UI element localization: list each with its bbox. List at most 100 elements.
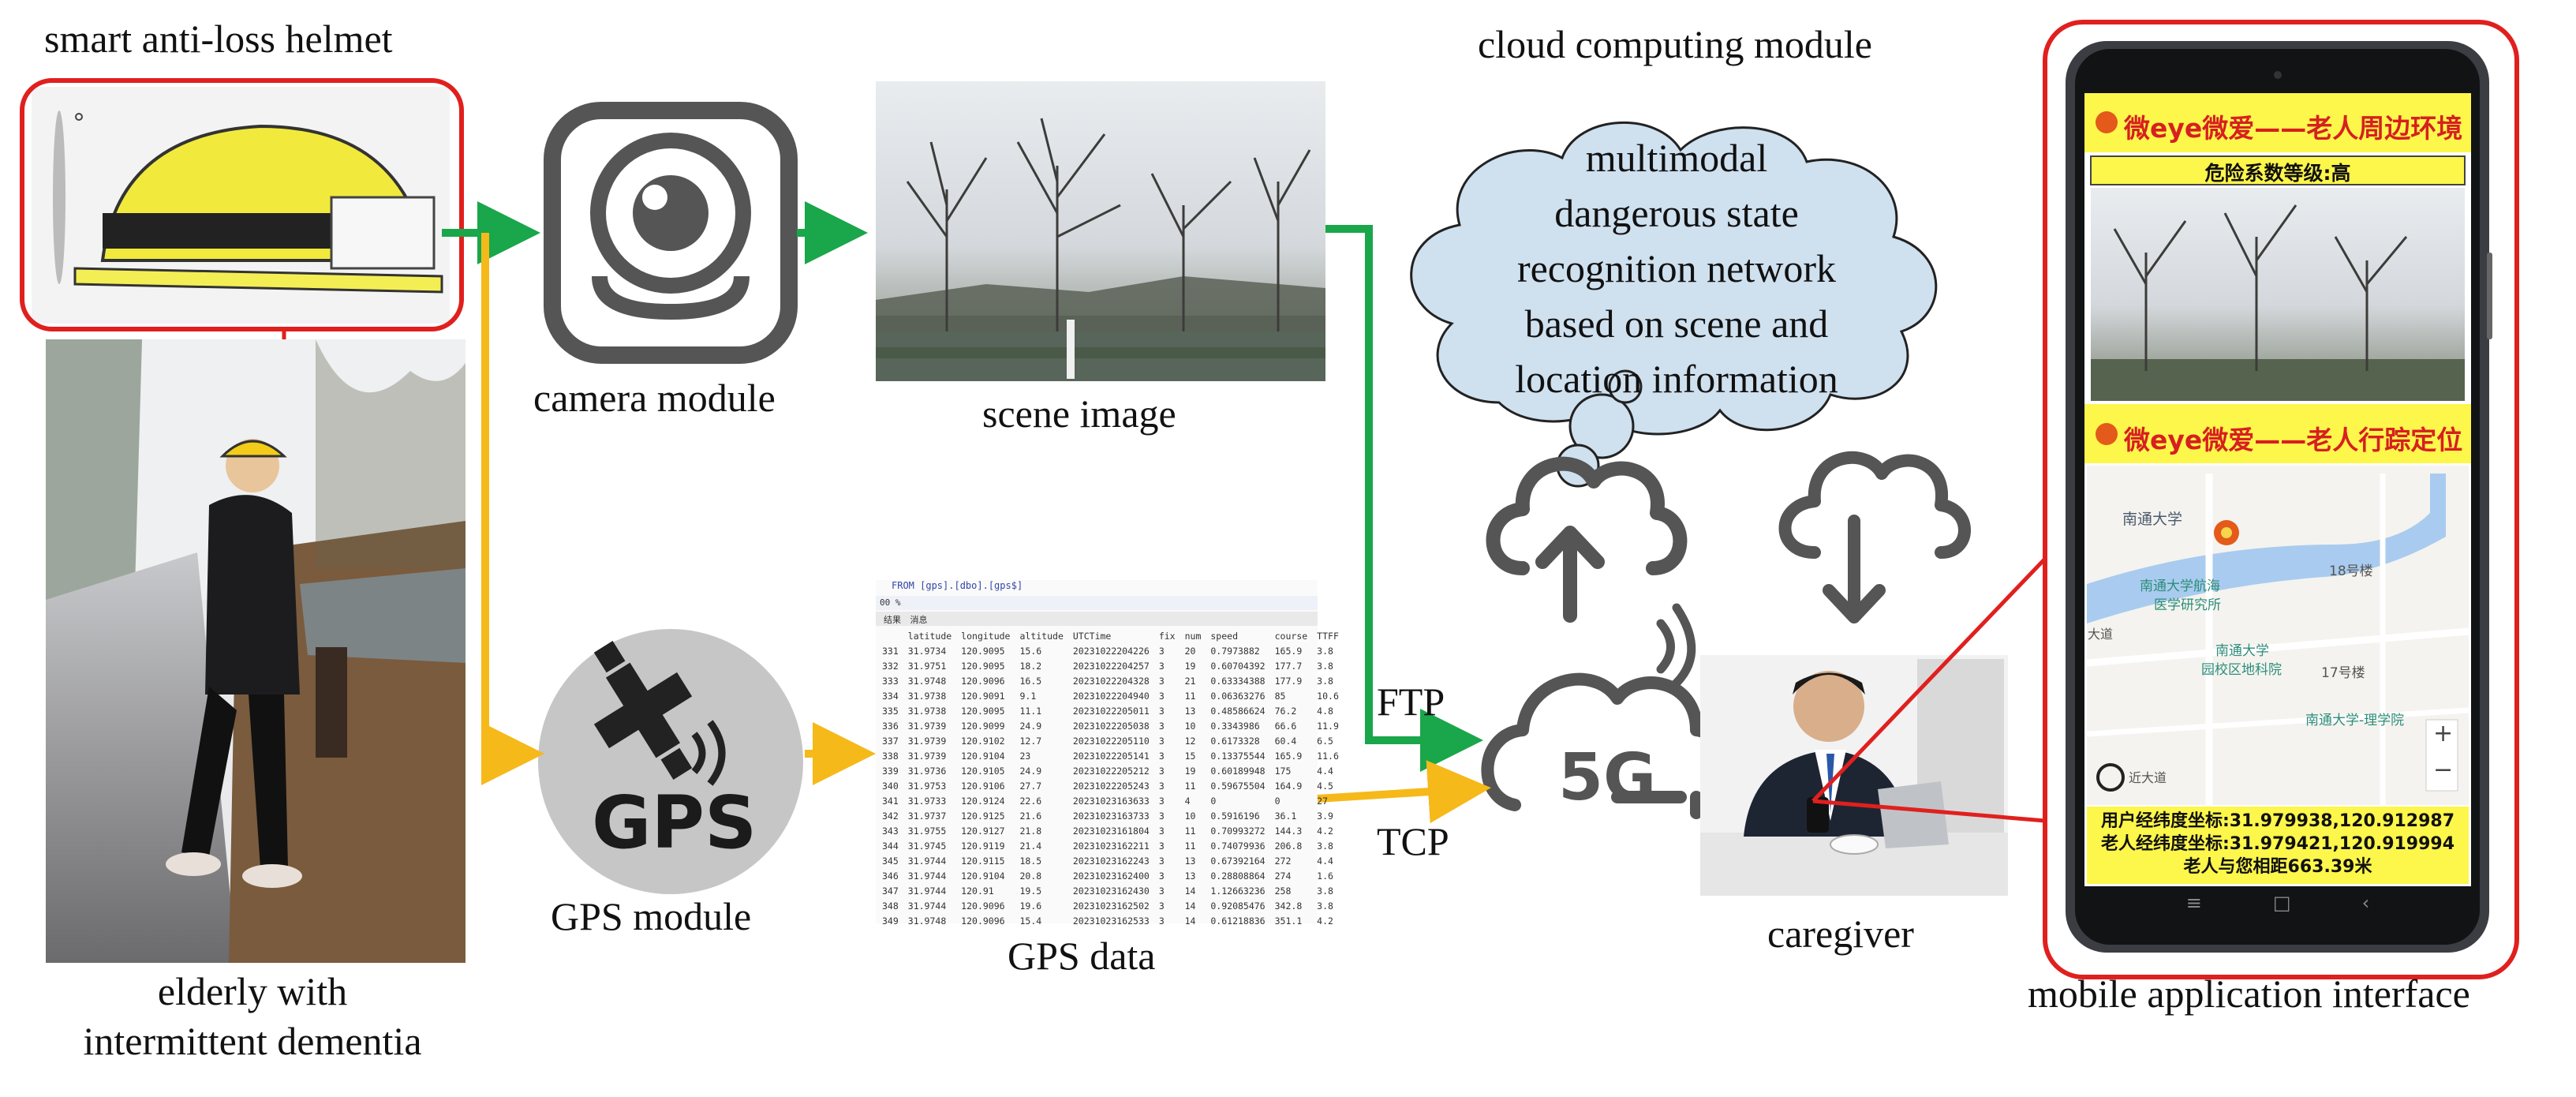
cloud-computing-title: cloud computing module [1478, 22, 1872, 66]
gps-table-cell: 13 [1184, 855, 1196, 867]
gps-table-cell: 20231023162243 [1072, 855, 1150, 867]
gps-table-cell: 10 [1184, 720, 1196, 732]
gps-table-cell: 36.1 [1274, 810, 1297, 822]
gps-table-cell: 342 [882, 810, 899, 822]
gps-table-cell: 20231023162430 [1072, 885, 1150, 897]
gps-table-cell: 331 [882, 645, 899, 657]
gps-table-cell: 19.6 [1019, 900, 1042, 912]
gps-table-cell: 31.9738 [907, 705, 947, 717]
gps-table-cell: 349 [882, 915, 899, 927]
gps-data-label: GPS data [1008, 934, 1156, 978]
map-label-avenue: 大道 [2088, 627, 2114, 642]
nav-back-button[interactable]: ‹ [2361, 892, 2370, 914]
gps-table-cell: 0.92085476 [1210, 900, 1266, 912]
gps-table-cell: 20231022205011 [1072, 705, 1150, 717]
tab-messages[interactable]: 消息 [910, 615, 928, 625]
gps-table-cell: 20231022204328 [1072, 675, 1150, 687]
elderly-label-line2: intermittent dementia [83, 1018, 422, 1063]
gps-table-cell: 20231022205038 [1072, 720, 1150, 732]
gps-table-cell: 3 [1158, 900, 1165, 912]
gps-table-cell: 0 [1210, 795, 1217, 807]
tab-results[interactable]: 结果 [884, 615, 901, 625]
gps-table-cell: 0.61218836 [1210, 915, 1266, 927]
gps-table-cell: 31.9755 [907, 825, 947, 837]
gps-table-cell: 3 [1158, 885, 1165, 897]
gps-table-cell: 20231023162533 [1072, 915, 1150, 927]
gps-table-cell: 3 [1158, 840, 1165, 852]
elderly-label-line1: elderly with [157, 969, 348, 1013]
gps-table-cell: 11.1 [1019, 705, 1042, 717]
phone-header-tracking: 微eye微爱——老人行踪定位 [2124, 425, 2463, 455]
gps-column-header: speed [1210, 630, 1238, 642]
gps-table-cell: 120.9115 [961, 855, 1005, 867]
gps-table-cell: 4.2 [1317, 915, 1333, 927]
gps-table-cell: 6.5 [1317, 735, 1333, 747]
gps-table-cell: 19 [1184, 660, 1196, 672]
gps-table-cell: 120.9104 [961, 870, 1005, 882]
gps-table-cell: 344 [882, 840, 899, 852]
user-coordinate: 用户经纬度坐标:31.979938,120.912987 [2100, 811, 2455, 831]
map-zoom-in-button[interactable]: + [2433, 720, 2454, 747]
gps-table-cell: 120.9096 [961, 915, 1005, 927]
gps-column-header: num [1184, 630, 1202, 642]
gps-table-cell: 3 [1158, 660, 1165, 672]
gps-table-cell: 21 [1184, 675, 1196, 687]
map-label-science: 南通大学-理学院 [2305, 713, 2405, 728]
gps-table-cell: 4.4 [1317, 855, 1333, 867]
gps-table-cell: 120.9106 [961, 780, 1005, 792]
gps-table-cell: 0.13375544 [1210, 750, 1266, 762]
nav-home-button[interactable]: □ [2272, 892, 2291, 914]
phone-frame [2043, 20, 2519, 979]
gps-table-cell: 21.6 [1019, 810, 1042, 822]
cloud-line-3: recognition network [1516, 246, 1837, 290]
gps-table-cell: 19 [1184, 765, 1196, 777]
scene-image [876, 81, 1325, 381]
gps-table-cell: 20231022205243 [1072, 780, 1150, 792]
gps-table-cell: 20 [1184, 645, 1196, 657]
gps-table-cell: 120.9091 [961, 690, 1005, 702]
gps-data-panel [876, 580, 1318, 923]
elderly-label: elderly with intermittent dementia [32, 967, 473, 1065]
gps-table-cell: 31.9734 [907, 645, 947, 657]
arrow-scene-to-5g [1325, 225, 1483, 772]
gps-table-cell: 3.8 [1317, 660, 1333, 672]
gps-table-cell: 20231022205141 [1072, 750, 1150, 762]
nav-menu-button[interactable]: ≡ [2185, 892, 2202, 914]
cloud-line-4: based on scene and [1524, 301, 1829, 346]
gps-table-cell: 14 [1184, 900, 1196, 912]
gps-table-cell: 343 [882, 825, 899, 837]
gps-table-cell: 120.9099 [961, 720, 1005, 732]
phone-screen [2084, 93, 2471, 930]
phone-coordinates-panel: 用户经纬度坐标:31.979938,120.912987 老人经纬度坐标:31.… [2087, 810, 2469, 878]
gps-table-cell: 31.9744 [907, 870, 947, 882]
gps-table-cell: 60.4 [1274, 735, 1297, 747]
gps-table-cell: 177.7 [1274, 660, 1303, 672]
gps-table-cell: 3 [1158, 795, 1165, 807]
gps-table-cell: 12 [1184, 735, 1196, 747]
gps-table-cell: 12.7 [1019, 735, 1042, 747]
gps-table-cell: 177.9 [1274, 675, 1303, 687]
gps-table-cell: 346 [882, 870, 899, 882]
gps-table-cell: 31.9751 [907, 660, 947, 672]
gps-table-cell: 3.8 [1317, 675, 1333, 687]
gps-table-cell: 20231023162502 [1072, 900, 1150, 912]
gps-table-cell: 19.5 [1019, 885, 1042, 897]
gps-table-cell: 3.8 [1317, 885, 1333, 897]
gps-table-cell: 0.3343986 [1210, 720, 1260, 732]
gps-column-header: longitude [961, 630, 1011, 642]
gps-table-cell: 3 [1158, 855, 1165, 867]
elderly-photo [46, 339, 465, 963]
gps-column-header: TTFF [1317, 630, 1339, 642]
gps-table-cell: 0.70993272 [1210, 825, 1266, 837]
gps-table-cell: 3 [1158, 765, 1165, 777]
gps-table-cell: 11 [1184, 840, 1196, 852]
gps-column-header: fix [1158, 630, 1176, 642]
map-zoom-out-button[interactable]: − [2433, 756, 2454, 784]
mobile-app-label: mobile application interface [2028, 972, 2470, 1016]
gps-table-cell: 11 [1184, 690, 1196, 702]
map-label-bldg17: 17号楼 [2321, 665, 2365, 681]
